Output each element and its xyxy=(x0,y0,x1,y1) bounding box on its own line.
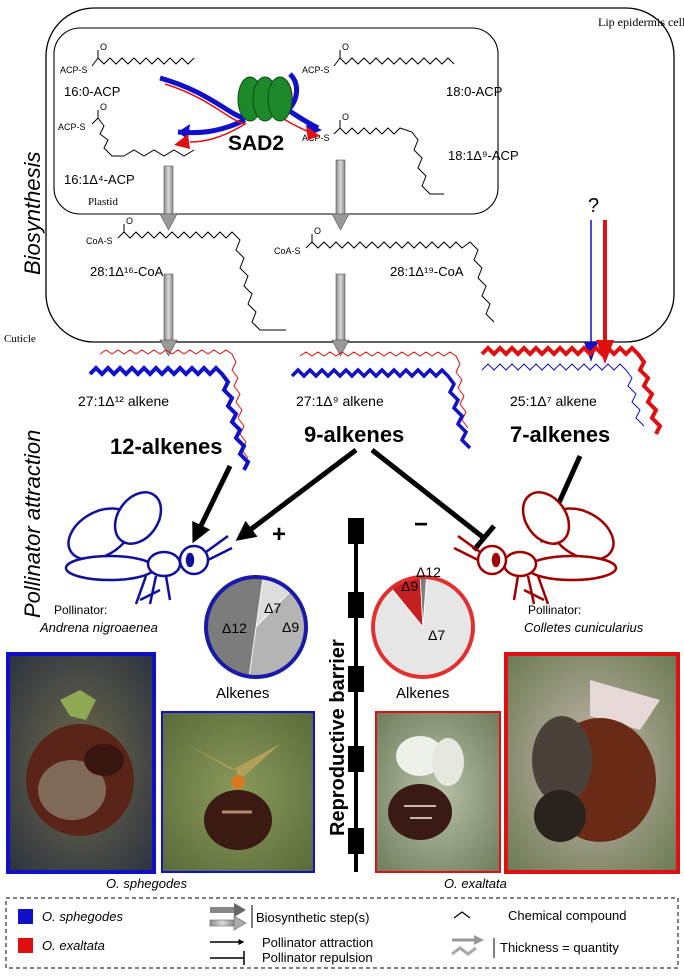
legend-thickness: Thickness = quantity xyxy=(500,940,619,955)
unknown-pathway: ? xyxy=(584,195,614,364)
svg-text:CoA-S: CoA-S xyxy=(86,236,113,246)
legend-biosynthetic-icon xyxy=(210,903,252,930)
label-18-1-acp: 18:1Δ⁹-ACP xyxy=(448,148,519,163)
barrier-label: Reproductive barrier xyxy=(327,639,349,836)
legend-attraction-icon xyxy=(210,942,244,965)
svg-text:ACP-S: ACP-S xyxy=(60,65,88,75)
pie-slice-label: Δ12 xyxy=(222,620,247,636)
legend-swatch-sphegodes xyxy=(18,909,33,924)
species-left-caption: O. sphegodes xyxy=(106,876,187,891)
photo-exaltata-flower xyxy=(376,712,500,872)
label-16-0-acp: 16:0-ACP xyxy=(64,84,120,99)
legend-compound-icon xyxy=(454,912,470,918)
legend-thickness-icon xyxy=(452,935,494,958)
pie-slice-label: Δ9 xyxy=(282,619,299,635)
cuticle-label: Cuticle xyxy=(4,333,36,345)
pie-left-caption: Alkenes xyxy=(216,685,269,702)
label-28-19-coa: 28:1Δ¹⁹-CoA xyxy=(390,264,464,279)
label-16-1-acp: 16:1Δ⁴-ACP xyxy=(64,172,135,187)
label-18-0-acp: 18:0-ACP xyxy=(446,84,502,99)
pie-right-caption: Alkenes xyxy=(396,685,449,702)
compound-28-16-coa: CoA-S O 28:1Δ¹⁶-CoA xyxy=(86,216,286,330)
label-25-7-alkene: 25:1Δ⁷ alkene xyxy=(510,393,597,409)
svg-text:O: O xyxy=(342,42,349,52)
pollinator-label-left: Pollinator: xyxy=(54,603,107,617)
svg-text:O: O xyxy=(314,226,321,236)
legend: O. sphegodes O. exaltata Biosynthetic st… xyxy=(6,898,678,968)
pollinator-name-right: Colletes cunicularius xyxy=(524,620,644,635)
pie-slice-label: Δ7 xyxy=(428,627,445,643)
biosynthesis-label: Biosynthesis xyxy=(20,151,45,275)
attraction-sign: + xyxy=(272,521,286,548)
pie-slice-label: Δ12 xyxy=(416,564,441,580)
svg-text:O: O xyxy=(100,102,107,112)
svg-text:ACP-S: ACP-S xyxy=(58,122,86,132)
legend-compound: Chemical compound xyxy=(508,908,627,923)
pie-slice-label: Δ7 xyxy=(264,600,281,616)
pollinator-label-right: Pollinator: xyxy=(528,603,581,617)
svg-text:O: O xyxy=(342,112,349,122)
species-right-caption: O. exaltata xyxy=(444,876,507,891)
question-mark: ? xyxy=(588,195,599,217)
label-28-16-coa: 28:1Δ¹⁶-CoA xyxy=(90,264,164,279)
attraction-repulsion-arrows: + − xyxy=(196,450,580,550)
compound-18-0-acp: ACP-S O 18:0-ACP xyxy=(302,42,502,99)
photo-exaltata-pollinator xyxy=(506,654,678,872)
label-12-alkenes: 12-alkenes xyxy=(110,434,223,459)
sad2-label: SAD2 xyxy=(228,132,284,155)
compound-18-1-acp: ACP-S O 18:1Δ⁹-ACP xyxy=(302,112,519,194)
lip-epidermis-cell: Lip epidermis cell xyxy=(46,8,684,342)
repulsion-sign: − xyxy=(414,511,428,538)
pollinator-name-left: Andrena nigroaenea xyxy=(39,620,158,635)
pollinator-attraction-label: Pollinator attraction xyxy=(20,430,45,618)
legend-swatch-exaltata xyxy=(18,938,33,953)
reproductive-barrier: Reproductive barrier xyxy=(327,518,364,872)
svg-text:ACP-S: ACP-S xyxy=(302,65,330,75)
legend-sphegodes: O. sphegodes xyxy=(42,909,123,924)
cell-label: Lip epidermis cell xyxy=(598,15,684,29)
compound-28-19-coa: CoA-S O 28:1Δ¹⁹-CoA xyxy=(274,226,494,322)
bee-andrena xyxy=(60,484,232,604)
biosynthesis-arrows xyxy=(160,160,349,356)
label-9-alkenes: 9-alkenes xyxy=(304,422,404,447)
plastid-label: Plastid xyxy=(88,196,118,208)
svg-text:CoA-S: CoA-S xyxy=(274,246,301,256)
pie-slice-label: Δ9 xyxy=(401,578,418,594)
legend-attraction: Pollinator attraction xyxy=(262,935,373,950)
compound-16-0-acp: ACP-S O 16:0-ACP xyxy=(60,42,194,99)
legend-exaltata: O. exaltata xyxy=(42,938,105,953)
label-27-9-alkene: 27:1Δ⁹ alkene xyxy=(296,393,384,409)
compound-16-1-acp: ACP-S O 16:1Δ⁴-ACP xyxy=(58,102,194,187)
label-27-12-alkene: 27:1Δ¹² alkene xyxy=(78,393,169,409)
svg-text:O: O xyxy=(126,216,133,226)
svg-text:O: O xyxy=(100,42,107,52)
legend-repulsion: Pollinator repulsion xyxy=(262,950,373,965)
photo-sphegodes-flower xyxy=(162,712,314,872)
photo-sphegodes-pollinator xyxy=(8,654,154,872)
legend-biosynthetic: Biosynthetic step(s) xyxy=(256,910,369,925)
label-7-alkenes: 7-alkenes xyxy=(510,422,610,447)
